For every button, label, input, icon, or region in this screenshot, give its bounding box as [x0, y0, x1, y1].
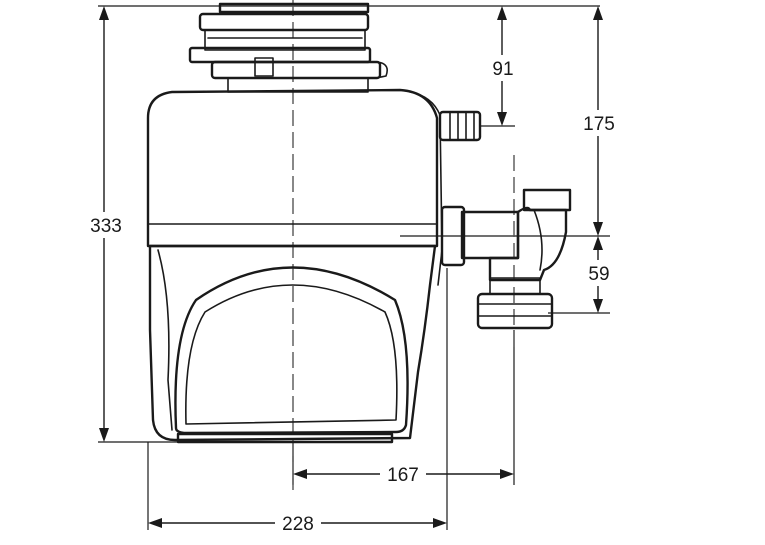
inlet-pipe — [438, 110, 482, 142]
sink-flange-top — [218, 2, 370, 14]
dimension-label-total-height: 333 — [90, 216, 122, 237]
extension-lines — [98, 5, 610, 530]
mounting-ring-lower — [204, 29, 366, 51]
dimension-outlet-height: 175 — [576, 6, 622, 236]
ring-neck — [227, 77, 369, 93]
lock-ring — [210, 60, 382, 80]
window-arch-inner — [185, 284, 398, 425]
dimension-label-outlet-distance: 167 — [387, 465, 419, 486]
window-arch-outer — [174, 266, 409, 435]
dimension-label-outlet-height: 175 — [583, 114, 615, 135]
disposer-body — [146, 88, 443, 444]
dimension-label-body-width: 228 — [282, 514, 314, 535]
dimension-inlet-height: 91 — [486, 6, 520, 126]
dimension-outlet-offset: 59 — [582, 236, 616, 313]
lower-housing — [148, 244, 437, 442]
dishwasher-inlet — [438, 110, 482, 142]
outlet-horizontal-pipe — [460, 210, 520, 260]
discharge-outlet — [440, 188, 572, 330]
dimension-total-height: 333 — [84, 6, 128, 442]
left-side-detail — [157, 249, 173, 431]
lock-lever — [367, 60, 388, 79]
lock-tab — [254, 57, 274, 77]
dimension-outlet-distance: 167 — [293, 462, 514, 486]
dimension-label-inlet-height: 91 — [492, 59, 513, 80]
outlet-elbow-top — [522, 188, 572, 212]
outlet-flange — [440, 205, 466, 267]
mounting-assembly — [188, 2, 388, 93]
base-plate — [176, 432, 394, 444]
mounting-ring-upper — [198, 12, 370, 32]
dimension-body-width: 228 — [148, 511, 447, 535]
upper-housing — [146, 88, 439, 248]
dimension-label-outlet-offset: 59 — [588, 264, 609, 285]
outlet-nut — [476, 292, 554, 330]
outlet-elbow — [488, 206, 568, 282]
